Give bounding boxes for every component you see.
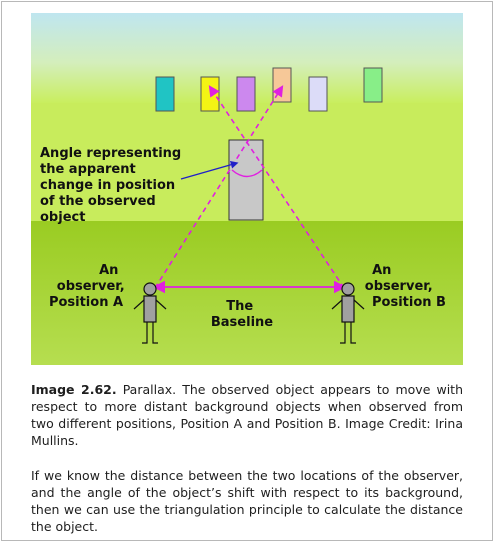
baseline-label-line: Baseline — [211, 315, 273, 330]
observer-b-figure — [331, 282, 365, 344]
body-paragraph: If we know the distance between the two … — [31, 468, 463, 534]
observer-a-figure — [133, 282, 167, 344]
background-object-5 — [308, 76, 328, 112]
baseline-label: The Baseline — [211, 299, 273, 330]
observer-b-body — [341, 295, 355, 323]
observer-a-label-line: An — [99, 263, 118, 278]
figure-caption: Image 2.62. Parallax. The observed objec… — [31, 381, 463, 449]
observer-a-body — [143, 295, 157, 323]
observer-b-head — [341, 282, 355, 296]
observer-a-label-line: Position A — [49, 295, 123, 310]
background-object-2 — [200, 76, 220, 112]
observer-a-label: An observer, Position A — [49, 263, 129, 310]
background-object-1 — [155, 76, 175, 112]
angle-label-line: Angle representing — [40, 146, 181, 161]
background-object-6 — [363, 67, 383, 103]
observed-object — [228, 139, 264, 221]
angle-label-line: of the observed — [40, 194, 156, 209]
caption-label: Image 2.62. — [31, 382, 117, 397]
angle-pointer-arrow — [180, 160, 239, 180]
sight-line-b — [208, 85, 345, 289]
observer-a-label-line: observer, — [57, 279, 125, 294]
observer-b-label: An observer, Position B — [365, 263, 446, 310]
background-object-3 — [236, 76, 256, 112]
angle-arc — [231, 169, 263, 178]
parallax-diagram: Angle representing the apparent change i… — [31, 13, 463, 365]
observer-b-label-line: observer, — [365, 279, 433, 294]
angle-label-line: change in position — [40, 178, 175, 193]
observer-b-label-line: Position B — [372, 295, 446, 310]
baseline-label-line: The — [226, 299, 253, 314]
angle-label: Angle representing the apparent change i… — [40, 146, 186, 225]
sight-line-a — [154, 85, 284, 289]
sight-lines — [154, 85, 345, 289]
observer-b-label-line: An — [372, 263, 391, 278]
caption-text: Parallax. The observed object appears to… — [31, 382, 463, 448]
angle-label-line: the apparent — [40, 162, 136, 177]
observer-a-head — [143, 282, 157, 296]
angle-label-line: object — [40, 210, 85, 225]
